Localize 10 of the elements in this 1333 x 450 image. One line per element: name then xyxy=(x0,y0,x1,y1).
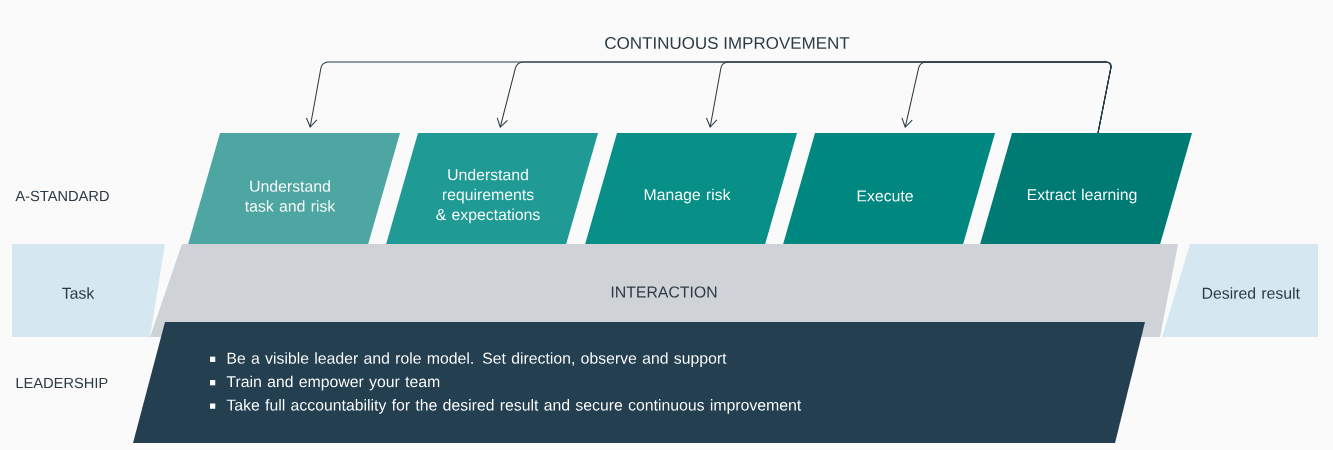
result-box: Desired result xyxy=(1162,244,1318,337)
input-box: Task xyxy=(12,244,165,337)
section-label: A-STANDARD xyxy=(15,190,109,202)
step-parallelogram: Manage risk xyxy=(582,133,797,255)
leadership-panel: Be a visible leader and role model. Set direction, observe and support Train and empower your team Take full accountability for the desired result and secure continuous improvement xyxy=(133,322,1145,443)
section-label: LEADERSHIP xyxy=(16,377,108,389)
section-label: CONTINUOUS IMPROVEMENT xyxy=(605,37,850,49)
step-parallelogram: Extract learning xyxy=(977,133,1192,255)
arrow xyxy=(901,61,1112,134)
step-parallelogram: Execute xyxy=(780,133,995,255)
